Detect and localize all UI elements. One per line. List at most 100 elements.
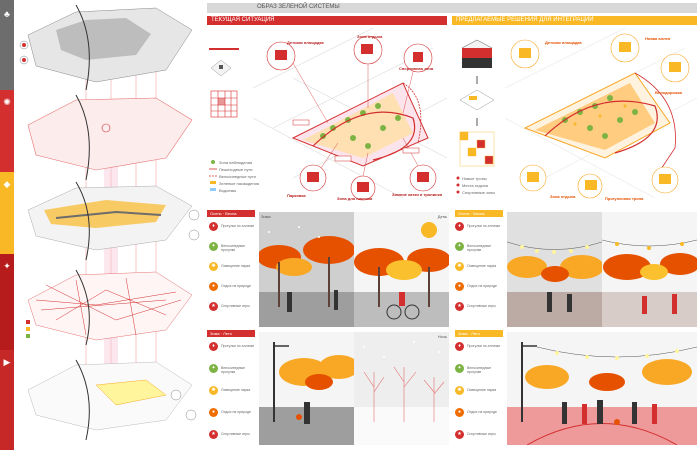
diagram-column: Новые тропы Места отдыха Спортивные зоны [452, 28, 502, 206]
light-icon: ✺ [209, 386, 218, 395]
callout-current: Детская площадка [287, 40, 324, 45]
icon-label: Спортивные игры [221, 304, 250, 308]
season-icons-right-2: ♦ Прогулки по аллеям ✦ Велосипедные прог… [455, 342, 503, 442]
strip-segment-red [0, 90, 14, 172]
icon-label: Освещение парка [467, 388, 497, 392]
tree-icon: ♣ [4, 9, 10, 19]
icon-label: Велосипедные прогулки [467, 244, 492, 252]
icon-label: Спортивные игры [467, 432, 496, 436]
icon-label: Прогулки по аллеям [467, 224, 500, 228]
page-header-bar: ОБРАЗ ЗЕЛЕНОЙ СИСТЕМЫ [207, 3, 697, 13]
callout-proposed: Зона отдыха [550, 194, 576, 199]
layered-map-column [16, 0, 202, 450]
current-axonometric-plan [253, 28, 447, 201]
scene-proposed-evening [507, 212, 602, 327]
icon-label: Спортивные игры [221, 432, 250, 436]
page-title: ОБРАЗ ЗЕЛЕНОЙ СИСТЕМЫ [257, 4, 340, 10]
scene-current-autumn: День [354, 212, 449, 327]
legend-item: Велосипедные пути [219, 174, 256, 179]
sport-icon: ★ [209, 430, 218, 439]
bike-icon: ✦ [209, 242, 218, 251]
callout-proposed: Детская площадка [545, 40, 582, 45]
walk-icon: ♦ [455, 222, 464, 231]
callout-proposed: Прогулочная тропа [605, 196, 644, 201]
proposed-axonometric-plan [504, 27, 698, 199]
scene-label: Зима [261, 214, 271, 219]
season-icons-left-2: ♦ Прогулки по аллеям ✦ Велосипедные прог… [209, 342, 257, 442]
callout-current: Парковка [287, 193, 306, 198]
layer-diagrams [456, 39, 495, 194]
strip-segment-red2 [0, 350, 14, 450]
callout-current: Зона отдыха [357, 34, 383, 39]
light-icon: ✺ [455, 386, 464, 395]
icon-label: Освещение парка [221, 388, 251, 392]
bike-icon: ✦ [455, 242, 464, 251]
proposed-panel: Детская площадка Новая аллея Велодорожка… [504, 27, 698, 206]
current-situation-panel: Зона наблюдения Пешеходные пути Велосипе… [207, 28, 447, 206]
legend-item: Спортивные зоны [462, 190, 496, 195]
row-header-1: Осень · Весна [207, 210, 255, 217]
icon-label: Освещение парка [467, 264, 497, 268]
light-icon: ✺ [209, 262, 218, 271]
light-icon: ✺ [455, 262, 464, 271]
icon-label: Отдых на природе [467, 410, 497, 414]
row-header-1b: Осень · Весна [455, 210, 503, 217]
sport-icon: ★ [209, 302, 218, 311]
icon-label: Отдых на природе [467, 284, 497, 288]
sport-icon: ★ [455, 302, 464, 311]
scene-label: Ночь [437, 334, 447, 339]
left-strip: ♣ ✺ ◆ ✦ ▶ [0, 0, 14, 450]
icon-label: Спортивные игры [467, 304, 496, 308]
season-icons-left-1: ♦ Прогулки по аллеям ✦ Велосипедные прог… [209, 222, 257, 327]
scene-current-winter: Ночь [354, 332, 449, 445]
section-title-current: ТЕКУЩАЯ СИТУАЦИЯ [211, 17, 275, 23]
strip-segment-grey [0, 0, 14, 90]
rest-icon: ● [209, 408, 218, 417]
legend-item: Пешеходные пути [219, 167, 253, 172]
section-bar-proposed: ПРЕДЛАГАЕМЫЕ РЕШЕНИЯ ДЛЯ ИНТЕГРАЦИИ [452, 16, 697, 25]
network-icon: ✦ [3, 261, 11, 271]
row-header-2b: Зима · Лето [455, 330, 503, 337]
rest-icon: ● [209, 282, 218, 291]
callout-current: Зимние катки и тропинки [392, 192, 443, 197]
icon-label: Велосипедные прогулки [221, 366, 246, 374]
scene-proposed-sports [507, 332, 697, 445]
scene-label: День [437, 214, 447, 219]
diamond-icon: ◆ [3, 179, 11, 189]
strip-segment-yellow [0, 172, 14, 254]
legend-item: Зеленые насаждения [219, 181, 259, 186]
icon-label: Отдых на природе [221, 284, 251, 288]
icon-label: Велосипедные прогулки [467, 366, 492, 374]
callout-proposed: Велодорожка [655, 90, 682, 95]
arrow-icon: ▶ [3, 357, 11, 367]
scene-current-basketball [259, 332, 354, 445]
icon-label: Прогулки по аллеям [221, 344, 254, 348]
row-header-2: Зима · Лето [207, 330, 255, 337]
season-icons-right-1: ♦ Прогулки по аллеям ✦ Велосипедные прог… [455, 222, 503, 327]
rest-icon: ● [455, 408, 464, 417]
walk-icon: ♦ [209, 222, 218, 231]
scene-current-autumn-day: Зима [259, 212, 354, 327]
icon-label: Освещение парка [221, 264, 251, 268]
grid-plan-icon [210, 90, 238, 118]
scene-proposed-day [602, 212, 697, 327]
grid-diagram-icon [210, 59, 232, 77]
callout-current: Спортивная зона [399, 66, 434, 71]
legend-item: Новые тропы [462, 176, 487, 181]
legend-item: Водоемы [219, 188, 237, 193]
walk-icon: ♦ [209, 342, 218, 351]
sport-icon: ★ [455, 430, 464, 439]
bike-icon: ✦ [209, 364, 218, 373]
icon-label: Прогулки по аллеям [467, 344, 500, 348]
legend-item: Места отдыха [462, 183, 488, 188]
strip-segment-darkred [0, 254, 14, 350]
legend-item: Зона наблюдения [219, 160, 253, 165]
icon-label: Прогулки по аллеям [221, 224, 254, 228]
walk-icon: ♦ [455, 342, 464, 351]
callout-proposed: Новая аллея [645, 36, 671, 41]
layered-maps-graphic [19, 4, 200, 441]
rest-icon: ● [455, 282, 464, 291]
sun-icon: ✺ [3, 97, 11, 107]
section-bar-current: ТЕКУЩАЯ СИТУАЦИЯ [207, 16, 447, 25]
bike-icon: ✦ [455, 364, 464, 373]
